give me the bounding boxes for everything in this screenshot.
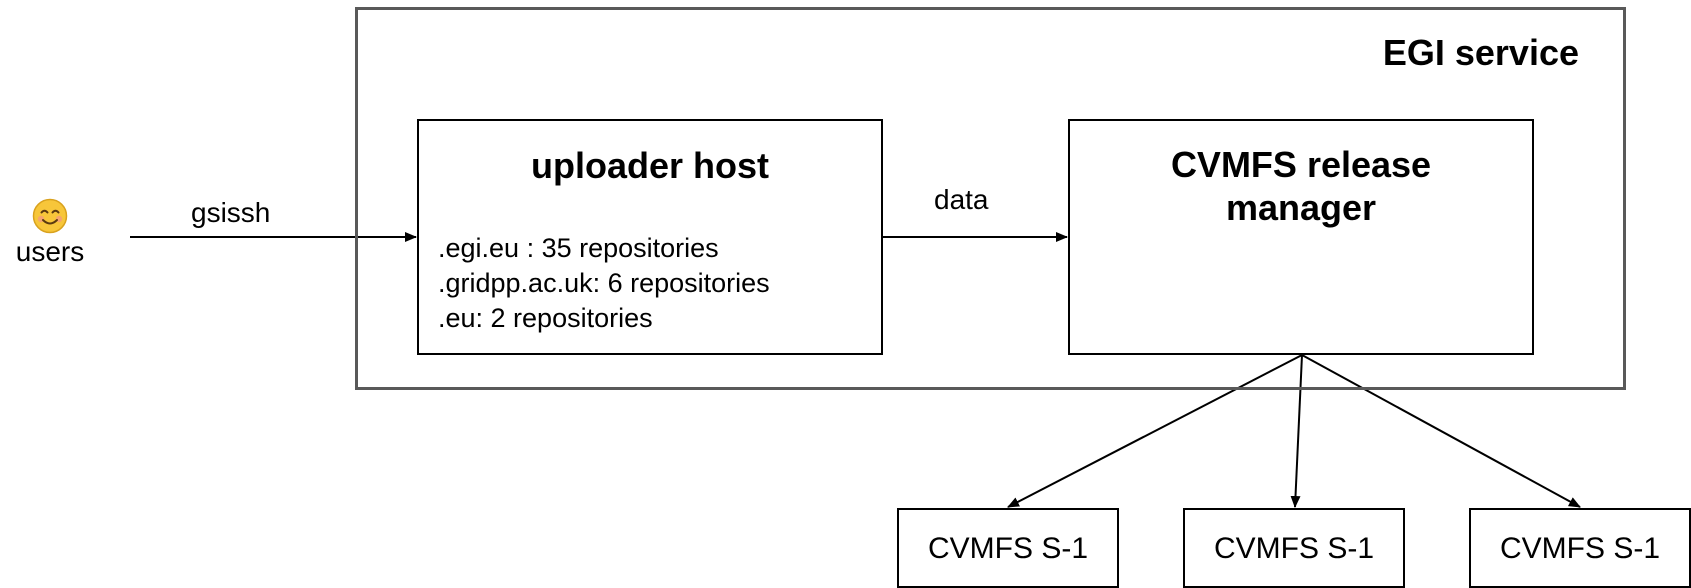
users-actor: users: [8, 198, 92, 268]
manager-to-replica-1-arrow: [1007, 354, 1303, 508]
stratum-1-label: CVMFS S-1: [1213, 532, 1375, 565]
release-manager-title: CVMFS release manager: [1070, 143, 1532, 229]
gsissh-edge-label: gsissh: [191, 197, 271, 228]
release-manager-box: CVMFS release manager: [1068, 119, 1534, 355]
repository-list: .egi.eu : 35 repositories .gridpp.ac.uk:…: [438, 231, 770, 336]
release-manager-title-line: CVMFS release: [1170, 144, 1432, 185]
repository-item: .eu: 2 repositories: [438, 303, 653, 333]
smiley-icon: [32, 198, 68, 234]
egi-service-container: EGI service: [355, 7, 1626, 390]
stratum-1-label: CVMFS S-1: [1499, 532, 1661, 565]
stratum-1-box-3: CVMFS S-1: [1469, 508, 1691, 588]
stratum-1-box-2: CVMFS S-1: [1183, 508, 1405, 588]
repository-item: .gridpp.ac.uk: 6 repositories: [438, 268, 770, 298]
data-edge-label: data: [934, 184, 989, 215]
release-manager-title-line: manager: [1225, 187, 1377, 228]
uploader-host-title: uploader host: [530, 145, 769, 186]
egi-service-title: EGI service: [1382, 32, 1579, 73]
manager-to-replica-2-arrow: [1290, 354, 1303, 508]
uploader-host-box: uploader host .egi.eu : 35 repositories …: [417, 119, 883, 355]
manager-to-replica-3-arrow: [1301, 354, 1581, 508]
users-label: users: [15, 236, 85, 267]
repository-item: .egi.eu : 35 repositories: [438, 233, 719, 263]
stratum-1-label: CVMFS S-1: [927, 532, 1089, 565]
stratum-1-box-1: CVMFS S-1: [897, 508, 1119, 588]
